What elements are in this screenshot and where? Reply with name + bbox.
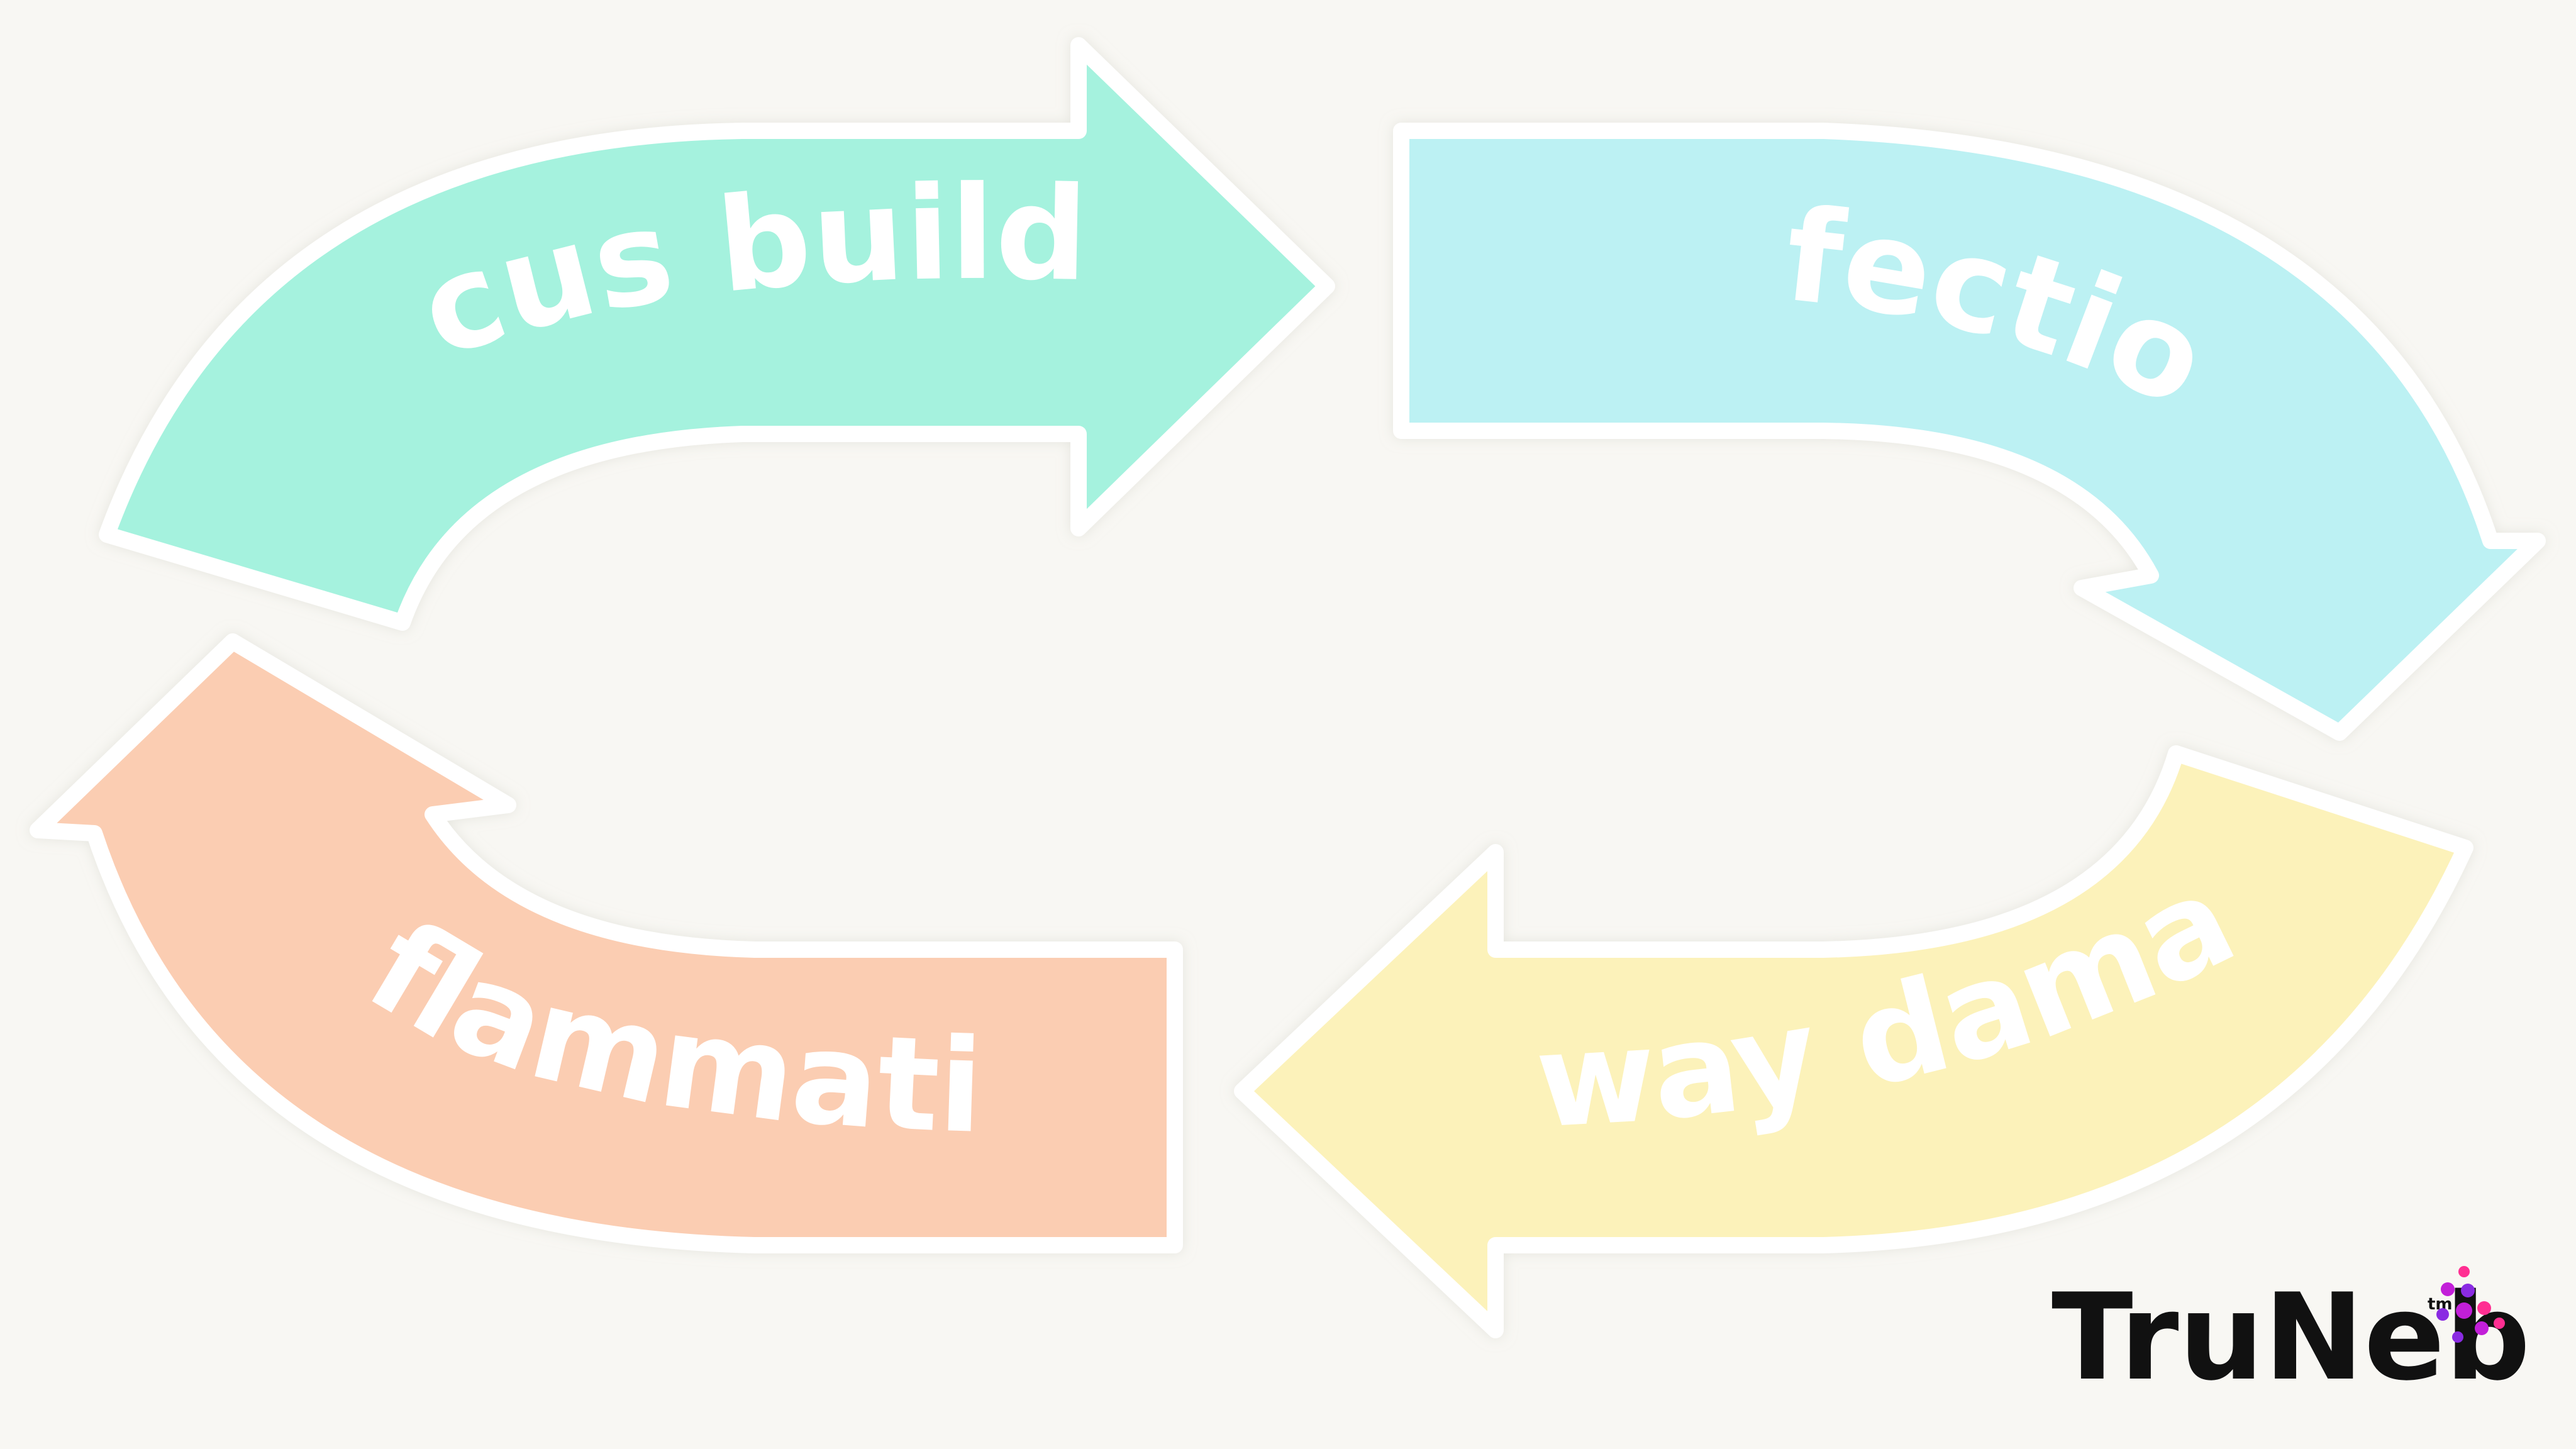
arrow-infection-shape: [1393, 123, 2546, 741]
brand-dot: [2452, 1331, 2463, 1343]
brand-dot: [2475, 1321, 2489, 1335]
brand-dot: [2456, 1302, 2472, 1319]
brand-logo: TruNeb tm: [2051, 1266, 2531, 1407]
arrow-mucus-buildup: Mucus buildup: [0, 0, 1335, 631]
arrow-airway-damage-shape: [1234, 745, 2473, 1338]
brand-dot: [2477, 1301, 2491, 1315]
brand-dot: [2436, 1308, 2449, 1321]
brand-dot: [2458, 1266, 2470, 1277]
arrow-mucus-buildup-shape: [99, 37, 1335, 631]
arrow-inflammation-shape: [30, 633, 1183, 1253]
brand-dot: [2494, 1318, 2505, 1329]
brand-dots-icon: [2436, 1266, 2505, 1343]
brand-dot: [2441, 1282, 2455, 1296]
brand-dot: [2461, 1284, 2475, 1297]
